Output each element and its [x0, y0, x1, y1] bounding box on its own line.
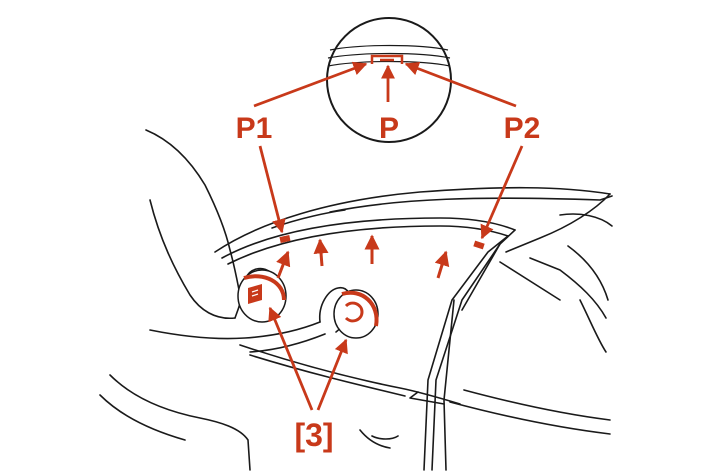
leader-tool-to-left-cup	[268, 306, 314, 411]
rear-window-edge	[505, 193, 611, 253]
leader-p1-to-clip	[258, 145, 286, 234]
label-p2: P2	[504, 112, 541, 145]
push-arrow	[434, 250, 450, 279]
leader-tool-to-right-cup	[316, 338, 348, 411]
label-p: P	[379, 112, 399, 145]
clip-marker-p1	[279, 235, 291, 243]
technician-left-arm	[149, 199, 236, 320]
clip-marker-p	[370, 54, 404, 64]
clip-marker-p2	[473, 240, 485, 250]
label-p1: P1	[236, 112, 273, 145]
belt-line	[239, 344, 461, 405]
leader-p2-to-clip	[480, 145, 524, 240]
leader-p2-to-detail	[404, 61, 517, 108]
roof-line	[214, 186, 611, 253]
push-arrow	[276, 250, 291, 279]
roof-molding	[329, 195, 613, 213]
push-arrow	[313, 238, 329, 267]
leader-lines	[253, 61, 524, 411]
push-arrows	[276, 234, 450, 279]
car-body	[214, 186, 613, 471]
label-tool-3: [3]	[294, 417, 333, 453]
leader-p1-to-detail	[253, 61, 368, 108]
windshield-top-edge	[221, 217, 516, 259]
technician-right-arm	[149, 321, 321, 340]
suction-cup-right	[333, 289, 379, 339]
door-line	[443, 299, 455, 471]
technician-torso	[109, 374, 251, 471]
technician-back	[145, 129, 241, 296]
